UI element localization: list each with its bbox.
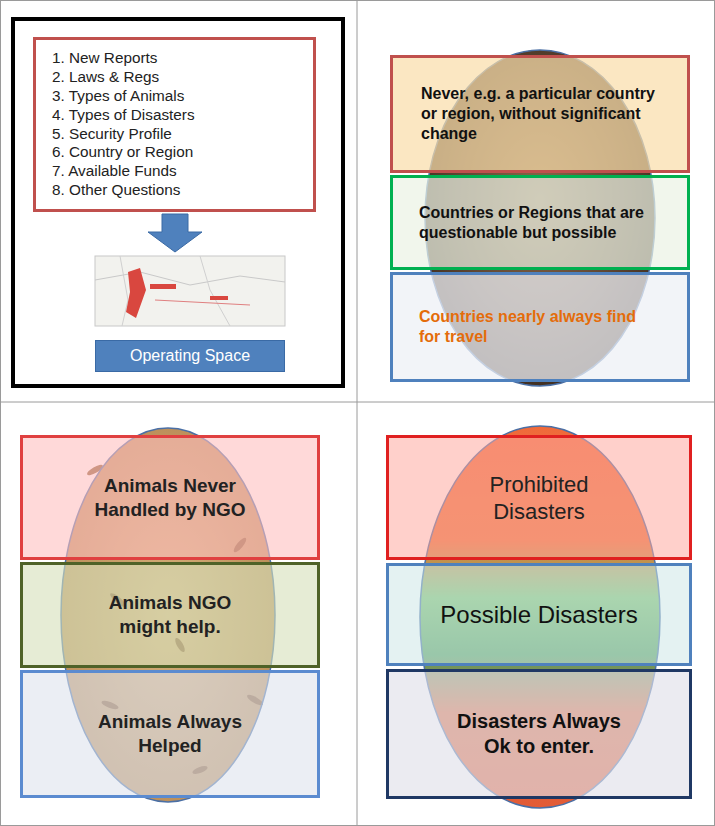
list-box: 1. New Reports2. Laws & Regs3. Types of … [33,37,316,212]
grid-line [0,402,715,403]
band-text: Never, e.g. a particular country or regi… [421,84,657,144]
map-thumbnail [95,256,285,326]
category-band: Prohibited Disasters [386,435,692,560]
band-text: Animals Never Handled by NGO [83,474,257,522]
category-band: Disasters Always Ok to enter. [386,669,692,799]
list-item: 7. Available Funds [52,162,303,181]
band-text: Countries or Regions that are questionab… [419,203,657,243]
list-item: 4. Types of Disasters [52,106,303,125]
list-item: 8. Other Questions [52,181,303,200]
category-band: Countries or Regions that are questionab… [390,175,690,270]
band-text: Countries nearly always find for travel [419,307,657,347]
label-box: Operating Space [95,340,285,372]
grid-line [357,0,358,826]
category-band: Countries nearly always find for travel [390,272,690,382]
band-text: Disasters Always Ok to enter. [447,709,631,759]
panel-frame [13,19,343,386]
band-text: Operating Space [102,346,278,366]
category-band: Animals Never Handled by NGO [20,435,320,560]
list-item: 5. Security Profile [52,125,303,144]
block-arrow [148,214,202,252]
list-item: 6. Country or Region [52,143,303,162]
band-text: Possible Disasters [419,601,659,629]
list-item: 1. New Reports [52,49,303,68]
category-band: Animals Always Helped [20,670,320,798]
band-text: Animals Always Helped [83,710,257,758]
list-item: 3. Types of Animals [52,87,303,106]
category-band: Never, e.g. a particular country or regi… [390,55,690,173]
category-band: Animals NGO might help. [20,562,320,668]
category-band: Possible Disasters [386,563,692,666]
band-text: Animals NGO might help. [83,591,257,639]
list-item: 2. Laws & Regs [52,68,303,87]
band-text: Prohibited Disasters [467,471,611,525]
